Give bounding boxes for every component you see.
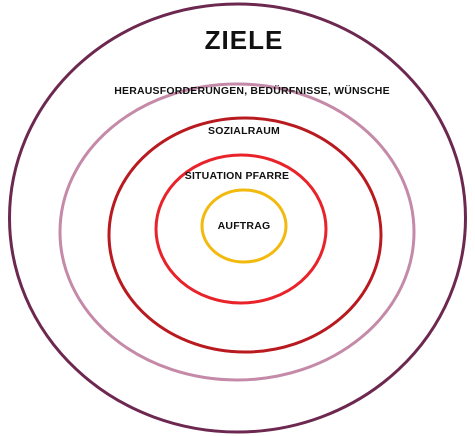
label-ziele: ZIELE [205, 25, 284, 55]
label-situation-pfarre: SITUATION PFARRE [185, 170, 290, 182]
ring-auftrag [200, 188, 288, 264]
label-sozialraum: SOZIALRAUM [208, 125, 280, 137]
label-auftrag: AUFTRAG [218, 220, 271, 232]
ring-situation-pfarre [154, 153, 328, 305]
label-herausforderungen: HERAUSFORDERUNGEN, BEDÜRFNISSE, WÜNSCHE [114, 84, 390, 97]
ring-herausforderungen [58, 82, 416, 382]
ring-sozialraum [107, 116, 383, 354]
ring-ziele [8, 2, 467, 434]
